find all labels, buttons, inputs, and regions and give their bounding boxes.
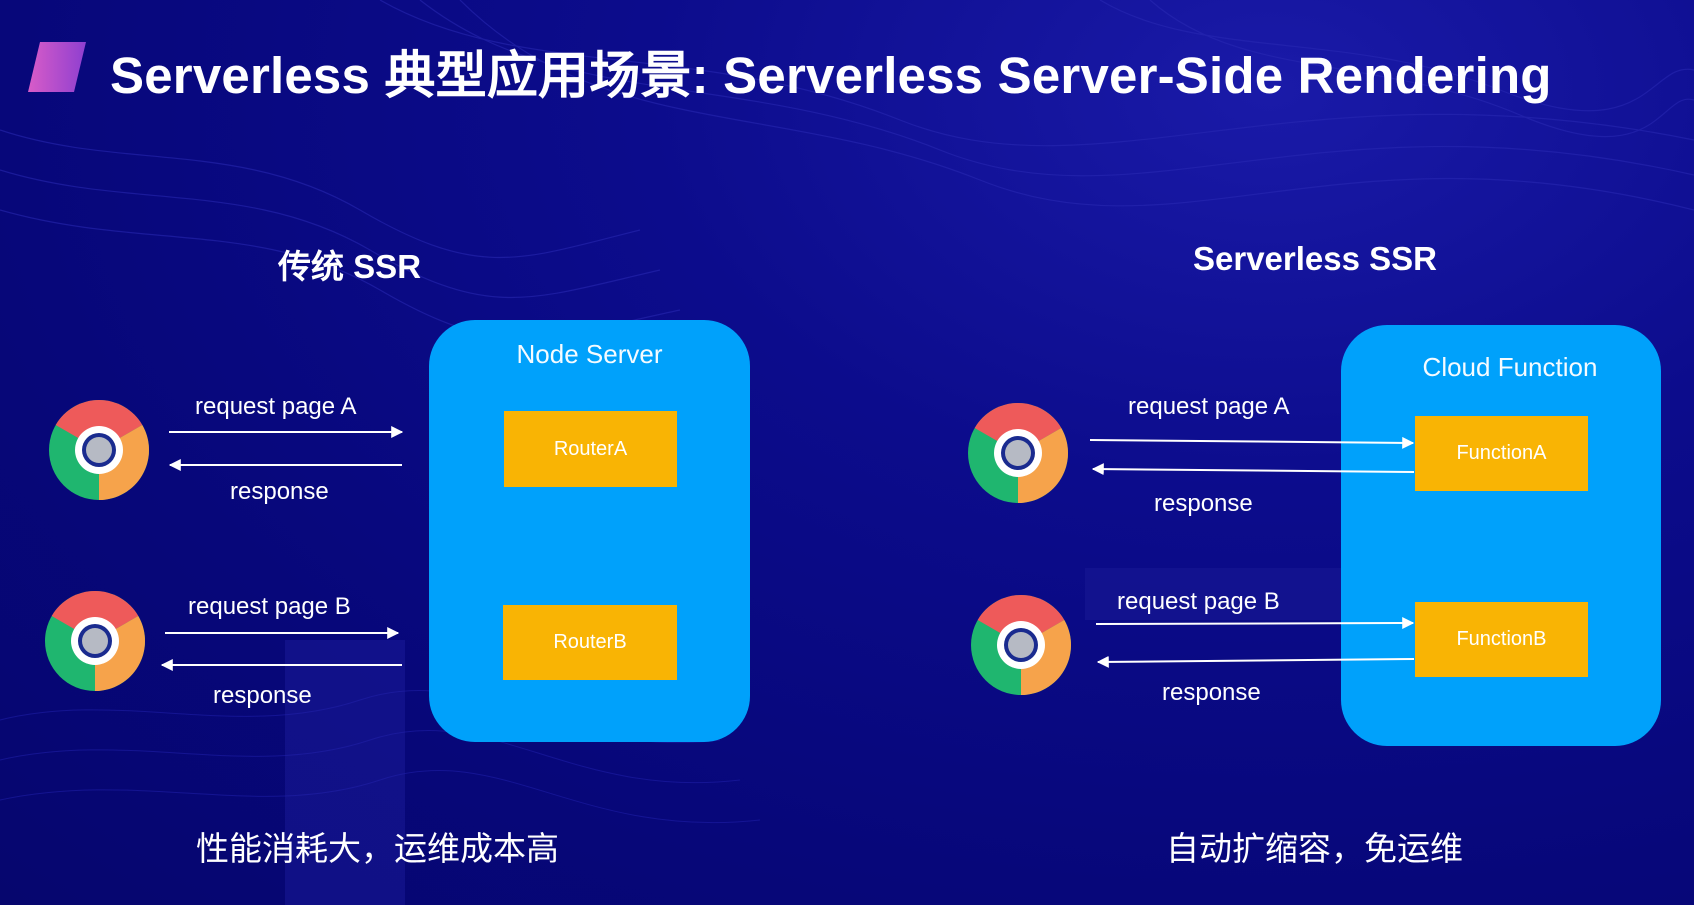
- serverless-ssr-heading: Serverless SSR: [1193, 240, 1438, 277]
- traditional-ssr-heading: 传统 SSR: [278, 248, 422, 285]
- cloud-function-label: Cloud Function: [1422, 352, 1598, 382]
- router-b: RouterB: [503, 605, 677, 680]
- function-a: FunctionA: [1415, 416, 1588, 491]
- page-title: Serverless 典型应用场景: Serverless Server-Sid…: [110, 47, 1552, 104]
- node-server-label: Node Server: [516, 339, 663, 369]
- right-response-b-label: response: [1162, 679, 1261, 706]
- right-response-a-label: response: [1154, 490, 1253, 517]
- left-request-a-label: request page A: [195, 393, 357, 420]
- router-a: RouterA: [504, 411, 677, 487]
- right-request-a-label: request page A: [1128, 393, 1290, 420]
- right-caption: 自动扩缩容，免运维: [1166, 830, 1463, 867]
- function-b: FunctionB: [1415, 602, 1588, 677]
- right-request-b-label: request page B: [1117, 588, 1280, 615]
- left-response-b-label: response: [213, 682, 312, 709]
- cloud-function-box: [1341, 325, 1661, 746]
- left-caption: 性能消耗大，运维成本高: [196, 830, 559, 867]
- left-request-b-label: request page B: [188, 593, 351, 620]
- left-response-a-label: response: [230, 478, 329, 505]
- title-accent-mark: [28, 42, 86, 92]
